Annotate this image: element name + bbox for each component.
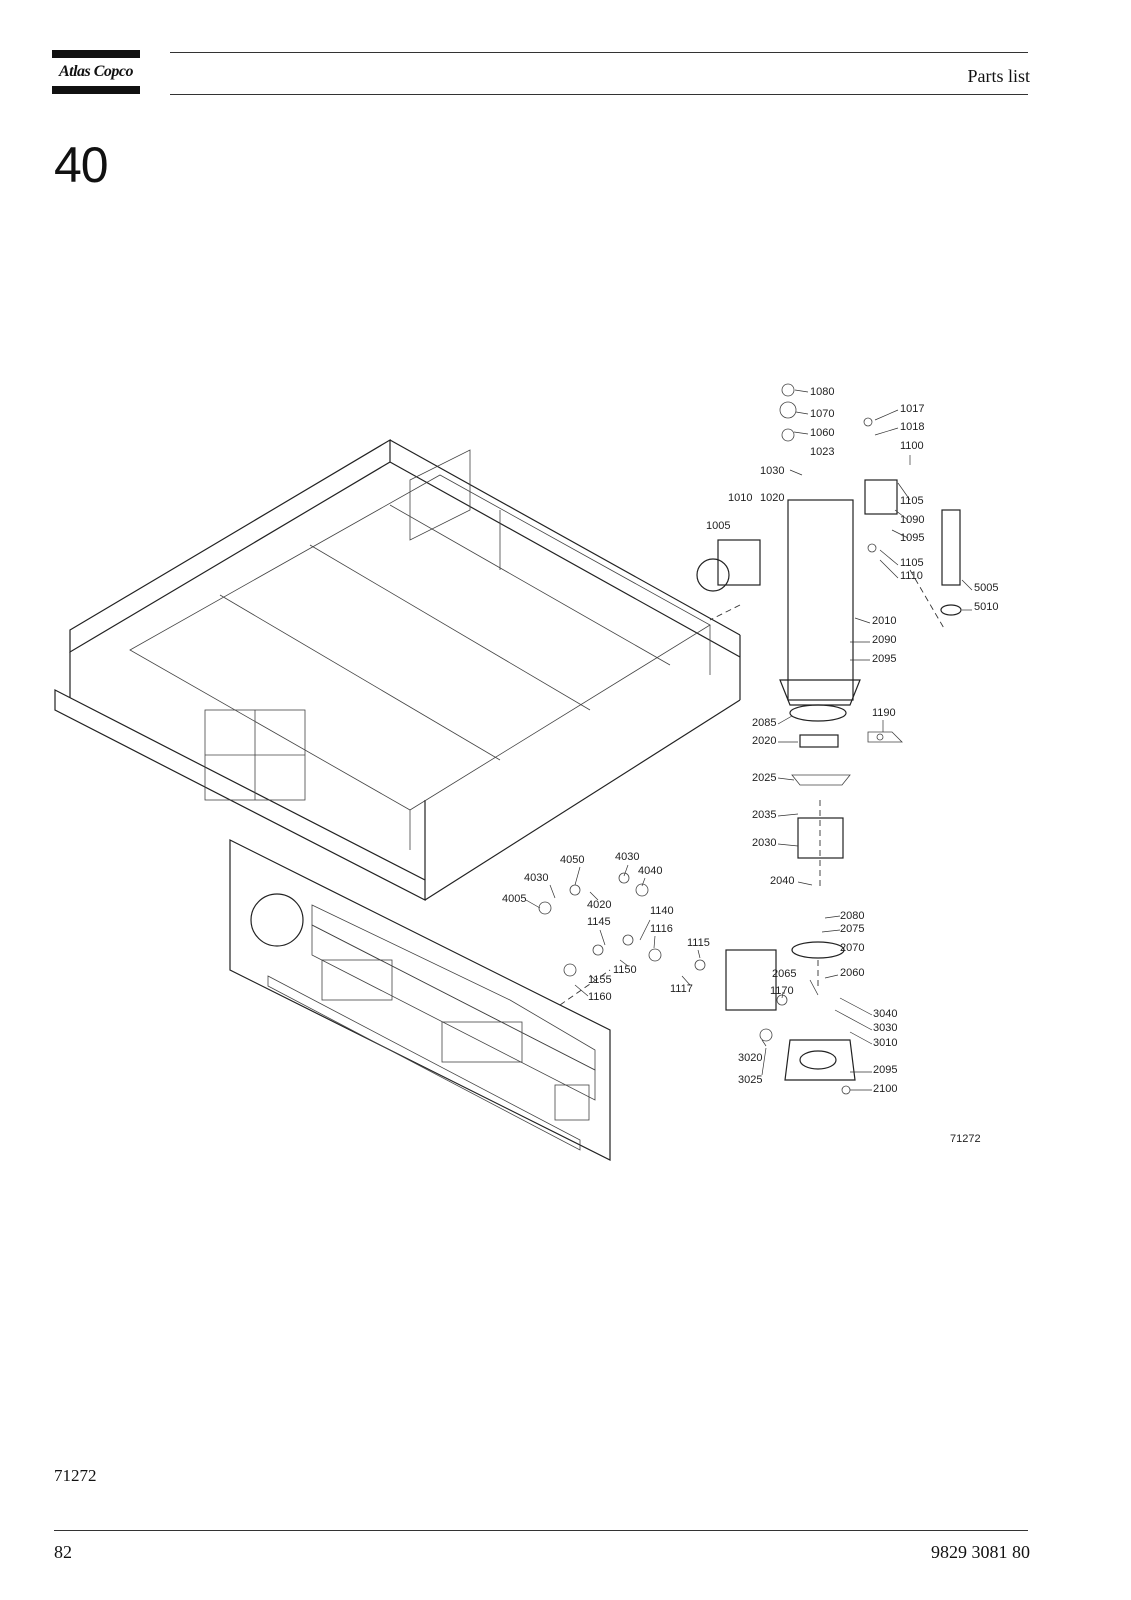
callout-label: 1160 xyxy=(588,991,612,1003)
callout-label: 2065 xyxy=(772,968,796,980)
callout-label: 1105 xyxy=(900,495,924,507)
callout-label: 3040 xyxy=(873,1008,897,1020)
header-rule-top xyxy=(170,52,1028,53)
callout-label: 1110 xyxy=(900,570,923,582)
fittings xyxy=(538,383,877,1095)
callout-label: 2060 xyxy=(840,967,864,979)
callout-label: 1170 xyxy=(770,985,794,997)
callout-label: 2035 xyxy=(752,809,776,821)
callout-label: 2020 xyxy=(752,735,776,747)
callout-label: 2010 xyxy=(872,615,896,627)
callout-label: 2095 xyxy=(873,1064,897,1076)
logo-bar-bottom xyxy=(52,86,140,94)
callout-label: 1030 xyxy=(760,465,784,477)
callout-label: 4020 xyxy=(587,899,611,911)
callout-label: 1010 xyxy=(728,492,752,504)
header-rule-bottom xyxy=(170,94,1028,95)
callout-label: 2025 xyxy=(752,772,776,784)
callout-label: 4050 xyxy=(560,854,584,866)
exploded-parts-drawing: 1080 1070 1060 1023 1030 1017 1018 1100 … xyxy=(50,380,1050,1180)
callout-label: 1116 xyxy=(650,923,673,935)
footer-rule xyxy=(54,1530,1028,1531)
callout-label: 1100 xyxy=(900,440,924,452)
filter-housing xyxy=(559,479,962,1081)
drawing-number: 71272 xyxy=(950,1133,981,1145)
callout-label: 1080 xyxy=(810,386,834,398)
callout-label: 1155 xyxy=(588,974,612,986)
callout-label: 1060 xyxy=(810,427,834,439)
callout-label: 2080 xyxy=(840,910,864,922)
callout-label: 5005 xyxy=(974,582,998,594)
callout-label: 1190 xyxy=(872,707,896,719)
callout-label: 1018 xyxy=(900,421,924,433)
callout-label: 3010 xyxy=(873,1037,897,1049)
section-number: 40 xyxy=(54,137,109,193)
callout-label: 1150 xyxy=(613,964,637,976)
callout-label: 4030 xyxy=(524,872,548,884)
callout-label: 1090 xyxy=(900,514,924,526)
document-number: 9829 3081 80 xyxy=(931,1542,1030,1562)
callout-label: 2095 xyxy=(872,653,896,665)
callout-label: 1005 xyxy=(706,520,730,532)
page-number: 82 xyxy=(54,1542,72,1562)
callout-label: 2070 xyxy=(840,942,864,954)
callout-label: 4005 xyxy=(502,893,526,905)
callout-label: 2085 xyxy=(752,717,776,729)
callout-label: 1117 xyxy=(670,983,693,995)
callout-label: 3020 xyxy=(738,1052,762,1064)
callout-label: 1140 xyxy=(650,905,674,917)
callout-label: 1017 xyxy=(900,403,924,415)
callout-label: 3030 xyxy=(873,1022,897,1034)
figure-reference: 71272 xyxy=(54,1466,97,1485)
logo-wordmark: Atlas Copco xyxy=(58,63,134,80)
callout-label: 4030 xyxy=(615,851,639,863)
chassis-frame xyxy=(54,438,741,901)
callout-label: 2075 xyxy=(840,923,864,935)
callout-label: 2090 xyxy=(872,634,896,646)
atlas-copco-logo: Atlas Copco xyxy=(52,50,140,94)
callout-label: 2030 xyxy=(752,837,776,849)
callout-label: 1020 xyxy=(760,492,784,504)
callout-label: 5010 xyxy=(974,601,998,613)
callout-label: 4040 xyxy=(638,865,662,877)
callout-label: 1095 xyxy=(900,532,924,544)
callout-label: 2100 xyxy=(873,1083,897,1095)
callout-label: 1023 xyxy=(810,446,834,458)
callout-label: 1070 xyxy=(810,408,834,420)
callout-label: 1115 xyxy=(687,937,710,949)
callout-labels: 1080 1070 1060 1023 1030 1017 1018 1100 … xyxy=(502,386,998,1095)
callout-label: 1105 xyxy=(900,557,924,569)
callout-label: 3025 xyxy=(738,1074,762,1086)
drawing-svg: 1080 1070 1060 1023 1030 1017 1018 1100 … xyxy=(54,383,998,1161)
logo-bar-top xyxy=(52,50,140,58)
grille-panel xyxy=(229,839,611,1161)
callout-label: 2040 xyxy=(770,875,794,887)
callout-label: 1145 xyxy=(587,916,611,928)
page-title: Parts list xyxy=(967,66,1030,86)
